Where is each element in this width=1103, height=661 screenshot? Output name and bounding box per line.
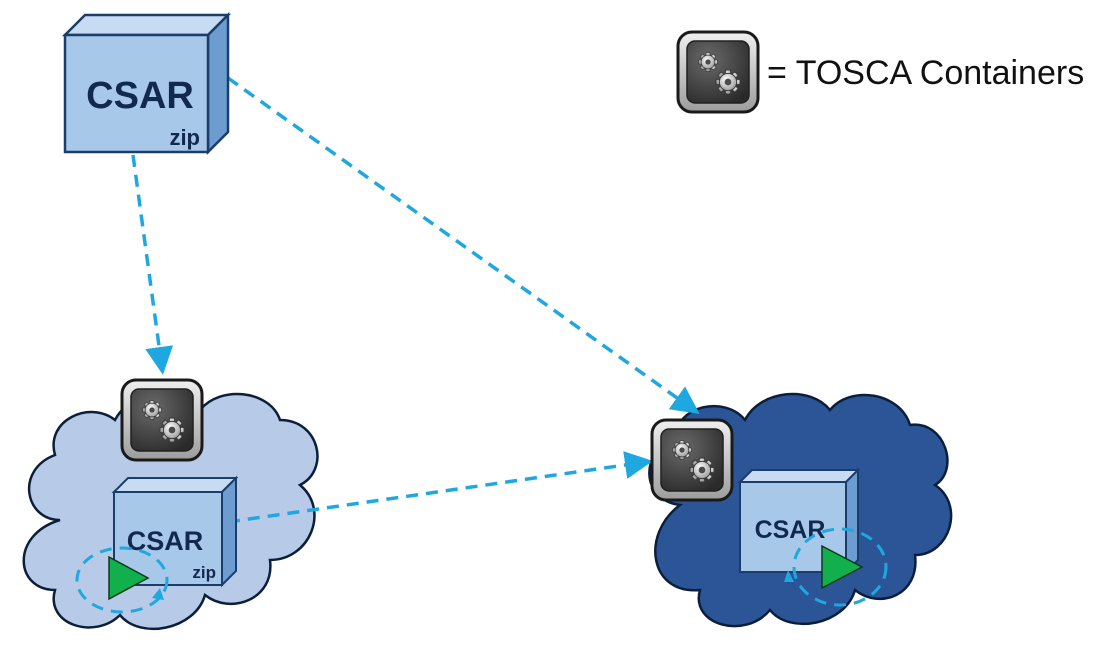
right-csar-title: CSAR <box>755 516 826 544</box>
right-play-icon <box>821 544 864 590</box>
left-csar-package: CSAR zip <box>111 475 239 588</box>
arrow-source-to-right-container <box>226 76 700 415</box>
left-play-icon <box>108 555 150 601</box>
arrow-source-to-left-container <box>131 154 174 375</box>
right-cycle-arrowhead <box>784 570 794 582</box>
left-csar-format: zip <box>192 563 216 582</box>
left-execution-cycle <box>75 546 169 614</box>
arrow-left-cloud-to-right-container <box>227 451 653 524</box>
source-csar-format: zip <box>169 125 200 150</box>
legend-label: = TOSCA Containers <box>767 54 1084 92</box>
source-csar-title: CSAR <box>86 75 194 117</box>
right-tosca-container <box>652 420 732 500</box>
left-csar-title: CSAR <box>127 526 204 556</box>
left-tosca-container <box>122 380 202 460</box>
gears-icon <box>678 32 758 112</box>
right-execution-cycle <box>792 527 888 607</box>
legend: = TOSCA Containers <box>678 32 1084 112</box>
left-cycle-arrowhead <box>152 588 164 600</box>
source-csar-package: CSAR zip <box>61 11 232 156</box>
